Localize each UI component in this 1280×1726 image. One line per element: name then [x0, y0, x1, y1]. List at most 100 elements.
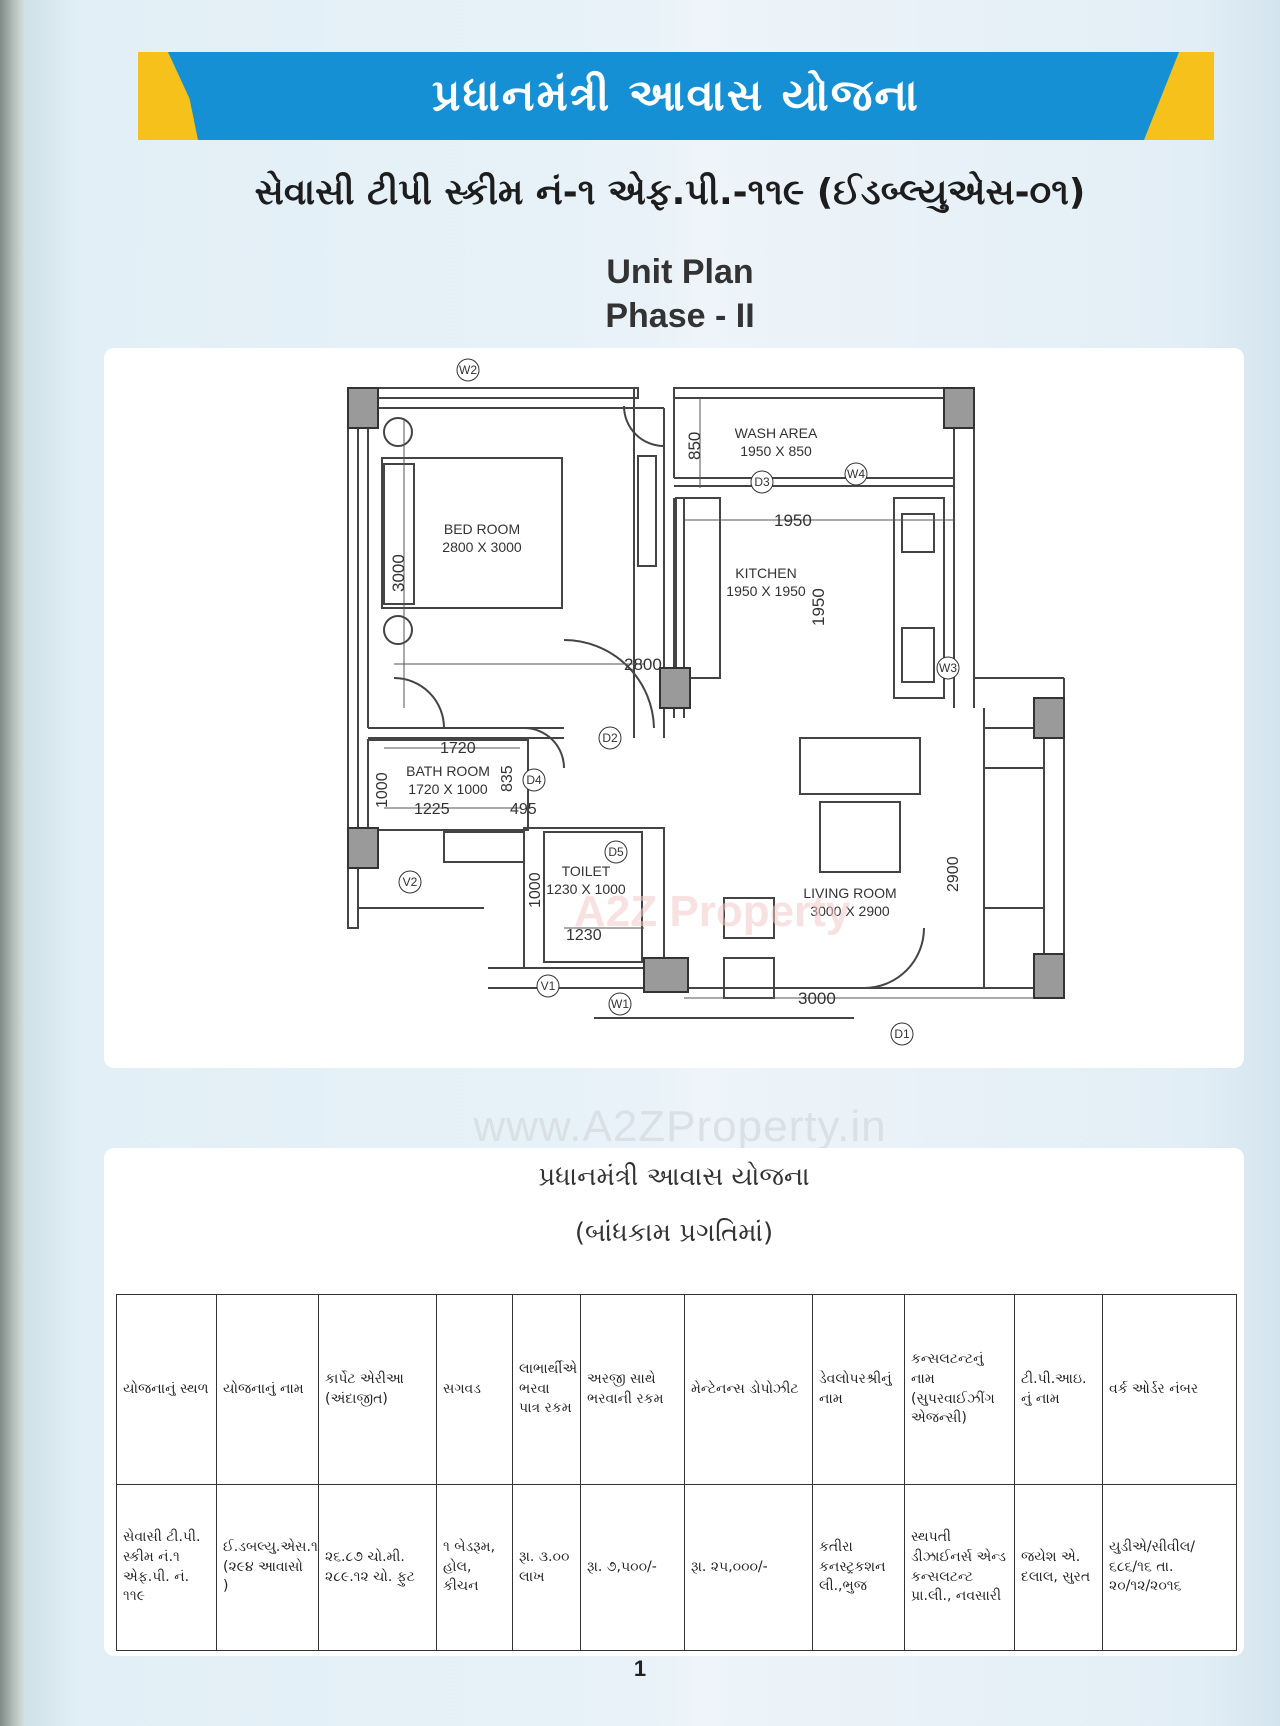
- column: [1033, 953, 1065, 999]
- table-cell: સ્થપતી ડીઝાઈનર્સ એન્ડ કન્સલટન્ટ પ્રા.લી.…: [904, 1484, 1015, 1651]
- tag-circle: [456, 358, 480, 382]
- table-cell: યુડીએ/સીવીલ/ ૬૮૬/૧૬ તા. ૨૦/૧૨/૨૦૧૬: [1102, 1484, 1237, 1651]
- bath-fixture: [443, 831, 525, 863]
- chair: [723, 957, 775, 999]
- watermark-url: www.A2ZProperty.in: [473, 1102, 887, 1151]
- column-header: ટી.પી.આઇ. નું નામ: [1014, 1294, 1103, 1485]
- column: [1033, 697, 1065, 739]
- tv-unit: [799, 737, 921, 795]
- sofa: [983, 767, 1045, 909]
- details-table: યોજનાનું સ્થળ યોજનાનું નામ કાર્પેટ એરીઆ …: [116, 1294, 1237, 1651]
- tag-label: W3: [939, 661, 957, 675]
- table-cell: કતીરા કનસ્ટ્રકશન લી.,ભુજ: [812, 1484, 905, 1651]
- title-banner: પ્રધાનમંત્રી આવાસ યોજના: [138, 52, 1214, 140]
- page-number: 1: [633, 1656, 647, 1681]
- tag-circle: [844, 462, 868, 486]
- dimension-label: 835: [499, 765, 516, 792]
- room-name: WASH AREA: [735, 425, 818, 441]
- dimension-label: 1000: [374, 772, 391, 808]
- tag-circle: [598, 726, 622, 750]
- dimension-label: 495: [510, 801, 537, 818]
- tag-circle: [536, 974, 560, 998]
- room-name: BATH ROOM: [406, 763, 490, 779]
- door-swing: [623, 405, 665, 447]
- column-header: લાભાર્થીએ ભરવા પાત્ર રકમ: [512, 1294, 581, 1485]
- door-swing: [863, 927, 925, 989]
- column-header: મેન્ટેનન્સ ડોપોઝીટ: [684, 1294, 813, 1485]
- column: [347, 827, 379, 869]
- room-size: 1950 X 1950: [726, 583, 806, 599]
- tag-circle: [890, 1022, 914, 1046]
- table-cell: રૂા. ૨૫,૦૦૦/-: [684, 1484, 813, 1651]
- tag-label: D2: [602, 731, 618, 745]
- tag-label: W4: [847, 467, 865, 481]
- coffee-table: [819, 801, 901, 873]
- dimension-label: 2900: [945, 856, 962, 892]
- details-title: પ્રધાનમંત્રી આવાસ યોજના: [538, 1162, 810, 1192]
- scheme-title: પ્રધાનમંત્રી આવાસ યોજના: [432, 70, 920, 121]
- dimension-label: 1000: [527, 872, 544, 908]
- column: [643, 957, 689, 993]
- room-size: 1720 X 1000: [408, 781, 488, 797]
- table-cell: ૨૬.૮૭ ચો.મી. ૨૮૯.૧૨ ચો. ફુટ: [318, 1484, 437, 1651]
- tag-label: D4: [526, 773, 542, 787]
- column: [943, 387, 975, 429]
- side-table-lamp: [383, 615, 413, 645]
- tag-circle: [398, 870, 422, 894]
- column-header: કન્સલટન્ટનું નામ (સુપરવાઈઝીંગ એજન્સી): [904, 1294, 1015, 1485]
- table-cell: સેવાસી ટી.પી. સ્કીમ નં.૧ એફ.પી. નં. ૧૧૯: [116, 1484, 217, 1651]
- table-row: સેવાસી ટી.પી. સ્કીમ નં.૧ એફ.પી. નં. ૧૧૯ …: [116, 1484, 1237, 1651]
- bed: [381, 457, 563, 609]
- column: [347, 387, 379, 429]
- table-cell: રૂા. ૭,૫૦૦/-: [580, 1484, 685, 1651]
- door-swing: [563, 639, 655, 729]
- column-header: કાર્પેટ એરીઆ (અંદાજીત): [318, 1294, 437, 1485]
- room-name: TOILET: [562, 863, 611, 879]
- kitchen-stove: [901, 627, 935, 683]
- bed-pillow: [383, 463, 415, 605]
- column-header: યોજનાનું નામ: [216, 1294, 319, 1485]
- dimension-label: 2800: [624, 655, 662, 674]
- tag-label: W2: [459, 363, 477, 377]
- wall-north-kitchen: [673, 387, 975, 399]
- side-table-lamp: [383, 417, 413, 447]
- column-header: સગવડ: [436, 1294, 513, 1485]
- tag-circle: [522, 768, 546, 792]
- wall-north-bedroom: [347, 387, 639, 399]
- binding-spine: [0, 0, 24, 1726]
- tag-label: W1: [611, 997, 629, 1011]
- table-cell: ઈ.ડબલ્યુ.એસ.૧ (૨૯૪ આવાસો ): [216, 1484, 319, 1651]
- toilet-inner: [543, 831, 643, 963]
- tag-circle: [608, 992, 632, 1016]
- dimension-label: 1225: [414, 801, 450, 818]
- tag-label: V2: [403, 875, 418, 889]
- details-subtitle: (બાંધકામ પ્રગતિમાં): [574, 1218, 774, 1248]
- dimension-label: 1950: [809, 588, 828, 626]
- column-header: વર્ક ઓર્ડર નંબર: [1102, 1294, 1237, 1485]
- dimension-label: 3000: [389, 554, 408, 592]
- table-cell: રૂા. ૩.૦૦ લાખ: [512, 1484, 581, 1651]
- watermark-brand: A2Z Property: [574, 887, 851, 936]
- plan-heading: Unit Plan Phase - II: [480, 250, 880, 338]
- room-name: LIVING ROOM: [803, 885, 896, 901]
- banner-body: [168, 52, 1184, 140]
- dimension-label: 1230: [566, 927, 602, 944]
- tag-label: V1: [541, 979, 556, 993]
- column-header: ડેવલોપરશ્રીનું નામ: [812, 1294, 905, 1485]
- kitchen-counter: [893, 497, 945, 699]
- kitchen-platform: [675, 497, 721, 679]
- tag-circle: [750, 470, 774, 494]
- floor-plan-drawing: 2800 1950 3000 850 1950 1720 1000 835 12…: [347, 358, 1065, 1046]
- room-size: 1950 X 850: [740, 443, 812, 459]
- kitchen-sink: [901, 513, 935, 553]
- chair: [723, 897, 775, 939]
- room-name: KITCHEN: [735, 565, 796, 581]
- project-title: સેવાસી ટીપી સ્કીમ નં-૧ એફ.પી.-૧૧૯ (ઈડબ્લ…: [254, 172, 1086, 213]
- dimension-label: 3000: [798, 989, 836, 1008]
- column: [659, 667, 691, 709]
- tag-circle: [936, 656, 960, 680]
- door-swing: [523, 727, 565, 769]
- column-header: અરજી સાથે ભરવાની રકમ: [580, 1294, 685, 1485]
- plan-title: Unit Plan: [606, 253, 754, 291]
- room-name: BED ROOM: [444, 521, 520, 537]
